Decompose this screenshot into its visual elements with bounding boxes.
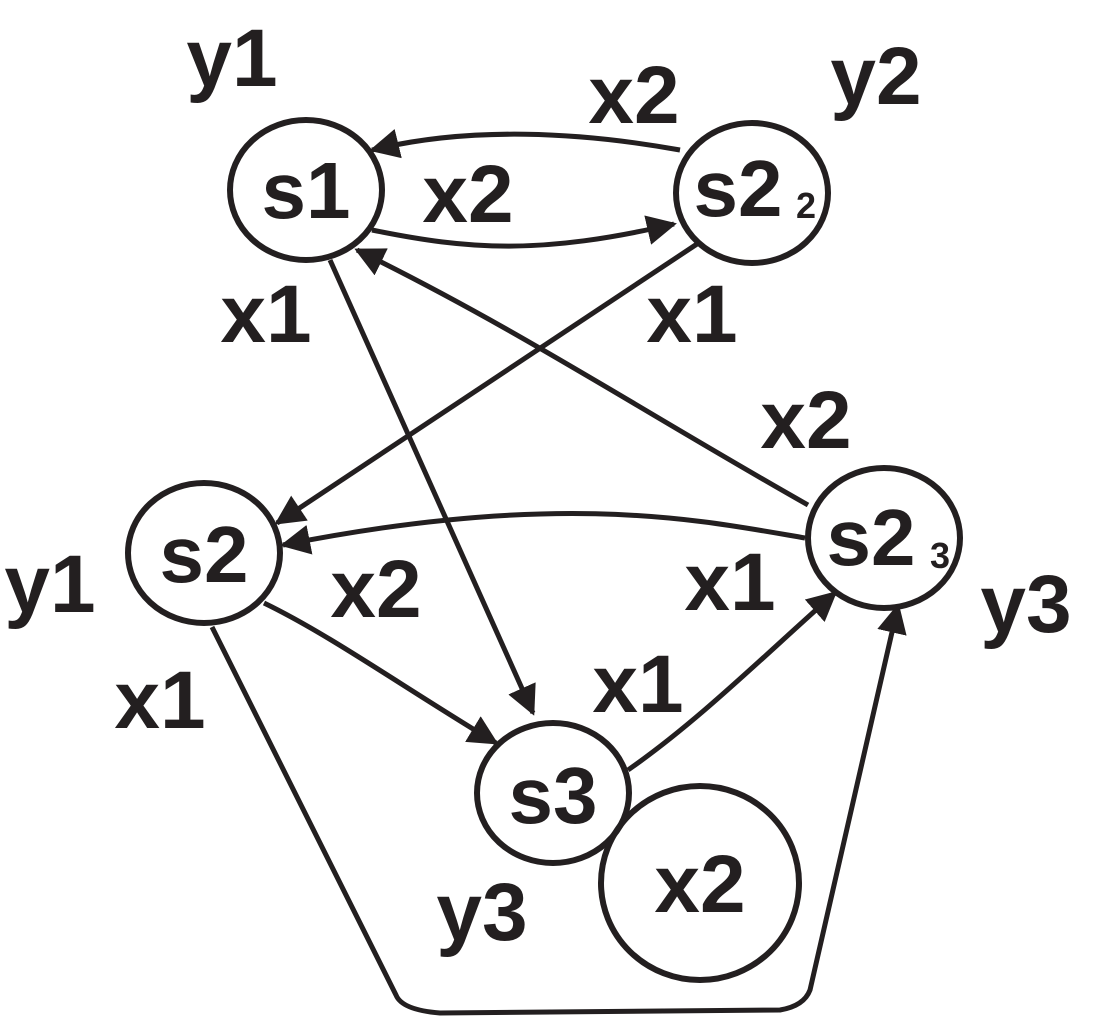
edge-s2_2-to-s1 — [369, 129, 681, 159]
state-s2 — [125, 480, 283, 626]
state-s2_2-label: s2 — [694, 144, 783, 233]
edge-s2_2-to-s2 — [274, 241, 699, 526]
edge-s2-to-s2_3 — [209, 603, 907, 1016]
output-s2_3: y3 — [980, 559, 1071, 650]
edge-label-s2-to-s3: x1 — [114, 655, 205, 746]
output-s2: y1 — [4, 539, 95, 630]
edge-label-s1-to-s3: x1 — [220, 269, 311, 360]
edge-label-s3-to-s2_3: x1 — [592, 639, 683, 730]
edge-s3-to-s2_3 — [626, 591, 838, 773]
output-s1: y1 — [186, 13, 277, 104]
edge-s2_3-to-s2 — [280, 511, 806, 555]
state-s1-label: s1 — [262, 146, 351, 235]
state-s2_2 — [673, 120, 831, 266]
edge-label-s2_2-to-s1: x2 — [588, 50, 679, 141]
edge-s1-to-s2_2 — [371, 215, 677, 249]
state-s2_2-subscript: 2 — [796, 185, 816, 226]
state-s2_3-label: s2 — [827, 493, 916, 582]
output-s3: y3 — [436, 867, 527, 958]
edge-label-s2_2-to-s2: x1 — [646, 269, 737, 360]
state-s1 — [227, 117, 385, 263]
edge-label-s2-to-s2_3: x1 — [684, 537, 775, 628]
edge-label-s1-to-s2_2: x2 — [422, 149, 513, 240]
self-loop-s3 — [598, 783, 802, 983]
state-s3-label: s3 — [509, 751, 598, 840]
state-s2_3 — [805, 465, 963, 611]
state-s2_3-subscript: 3 — [930, 535, 950, 576]
state-s3 — [474, 720, 632, 866]
edge-s2_3-to-s1 — [354, 247, 810, 508]
state-s2-label: s2 — [160, 510, 249, 599]
output-s2_2: y2 — [830, 31, 921, 122]
edge-s2-to-s3 — [262, 600, 499, 746]
edge-label-s2_3-to-s1: x2 — [760, 375, 851, 466]
edge-label-s2_3-to-s2: x2 — [330, 544, 421, 635]
edge-s1-to-s3 — [327, 258, 536, 716]
edge-label-s3-self: x2 — [654, 839, 745, 930]
